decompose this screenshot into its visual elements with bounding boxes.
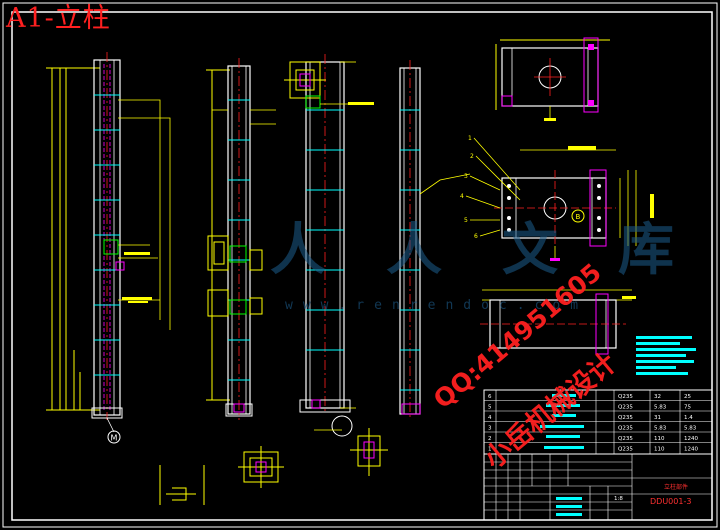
page-title: A1-立柱	[6, 3, 111, 34]
bom-row-4-no: 3	[488, 426, 492, 432]
column-side-view	[206, 58, 276, 420]
top-plate-view	[495, 37, 610, 121]
bom-row-6-material: Q235	[618, 447, 633, 453]
drawing-scale: 1:8	[614, 496, 623, 502]
lower-plate-view	[480, 289, 636, 355]
part-balloon-labels: 1 2 3 4 5 6	[460, 135, 478, 240]
drawing-number: DDU001-3	[650, 497, 691, 506]
bom-row-6-qty: 110	[654, 447, 665, 453]
bom-row-6-no: 1	[488, 447, 492, 453]
bom-row-1-qty: 32	[654, 394, 661, 400]
drawing-name: 立柱部件	[664, 483, 688, 491]
balloon-3: 3	[464, 173, 468, 180]
balloon-6: 6	[474, 233, 478, 240]
bom-row-2-no: 5	[488, 405, 492, 411]
title-block	[483, 453, 713, 521]
bom-row-3-no: 4	[488, 415, 492, 421]
bom-row-5-qty: 110	[654, 436, 665, 442]
site-watermark: 人人文库	[270, 218, 720, 283]
bom-row-2-qty: 5.83	[654, 405, 667, 411]
bom-row-3-material: Q235	[618, 415, 633, 421]
bom-row-2-material: Q235	[618, 405, 633, 411]
inner-frame	[11, 11, 713, 521]
bom-row-4-qty: 5.83	[654, 426, 667, 432]
bom-row-2-weight: 75	[684, 405, 691, 411]
balloon-1: 1	[468, 135, 472, 142]
title-block-text: 立柱部件 DDU001-3 1:8	[614, 483, 691, 506]
balloon-2: 2	[470, 153, 474, 160]
bom-row-4-material: Q235	[618, 426, 633, 432]
bom-row-5-no: 2	[488, 436, 492, 442]
part-balloons	[465, 137, 521, 237]
bom-row-3-qty: 31	[654, 415, 661, 421]
column-bracket-view	[284, 54, 374, 437]
base-plate-view: B	[494, 146, 654, 261]
bom-text: 6 5 4 3 2 1 Q235 Q235 Q235 Q235 Q235 Q23…	[488, 394, 698, 453]
bom-row-1-no: 6	[488, 394, 492, 400]
notes-block	[636, 336, 696, 375]
bom-row-5-weight: 1240	[684, 436, 698, 442]
bom-row-1-material: Q235	[618, 394, 633, 400]
bom-row-5-material: Q235	[618, 436, 633, 442]
svg-text:B: B	[576, 213, 581, 221]
balloon-5: 5	[464, 217, 468, 224]
detail-views	[159, 428, 388, 505]
site-url-watermark: www.renrendoc.com	[285, 298, 589, 313]
column-narrow-view	[399, 60, 471, 420]
bom-table	[483, 389, 713, 455]
bom-row-3-weight: 1.4	[684, 415, 693, 421]
bom-row-4-weight: 5.83	[684, 426, 697, 432]
bom-row-6-weight: 1240	[684, 447, 698, 453]
svg-text:M: M	[111, 434, 118, 443]
bom-row-1-weight: 25	[684, 394, 691, 400]
balloon-4: 4	[460, 193, 464, 200]
column-front-view: M	[46, 52, 171, 444]
